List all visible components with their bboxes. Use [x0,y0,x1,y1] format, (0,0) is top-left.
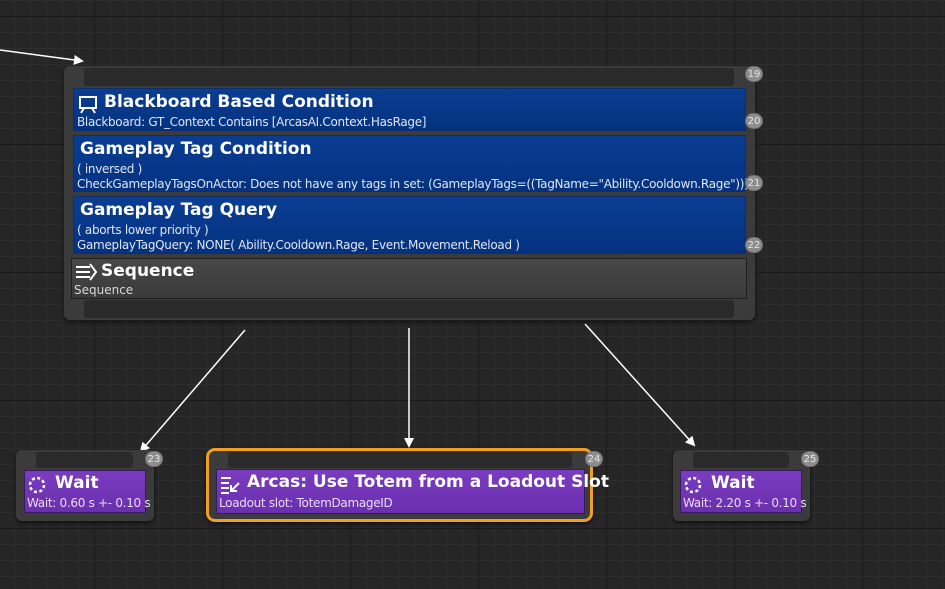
output-pin[interactable] [84,300,734,318]
wire-to-wait-2 [584,323,696,447]
wire-to-wait-1 [139,329,246,453]
sequence-icon [76,263,97,281]
sequence-title: Sequence [101,261,195,281]
decorator-description: CheckGameplayTagsOnActor: Does not have … [77,177,749,191]
wait-icon [28,476,46,494]
task-description: Loadout slot: TotemDamageID [219,496,393,510]
wire-incoming [0,49,84,65]
decorator-flag: ( aborts lower priority ) [77,223,209,237]
blackboard-icon [79,96,97,114]
decorator-gameplay-tag-query[interactable]: Gameplay Tag Query ( aborts lower priori… [73,196,746,254]
task-icon [221,477,240,494]
task-title: Arcas: Use Totem from a Loadout Slot [247,472,609,492]
sequence-block[interactable]: Sequence Sequence [71,258,747,299]
task-block[interactable]: Arcas: Use Totem from a Loadout Slot Loa… [216,469,609,514]
task-node-wait[interactable]: 25 Wait Wait: 2.20 s +- 0.10 s [673,450,819,521]
decorator-flag: ( inversed ) [77,162,143,176]
task-title: Wait [711,473,755,493]
node-index-badge: 25 [801,451,819,467]
node-index-badge: 19 [745,66,763,82]
decorator-blackboard-condition[interactable]: Blackboard Based Condition Blackboard: G… [73,88,746,131]
task-description: Wait: 0.60 s +- 0.10 s [27,496,151,510]
task-title: Wait [55,473,99,493]
decorator-index-badge: 20 [745,113,763,129]
wait-icon [684,476,702,494]
task-block[interactable]: Wait Wait: 0.60 s +- 0.10 s [24,470,151,513]
input-pin[interactable] [228,452,572,468]
composite-node[interactable]: 19 Blackboard Based Condition Blackboard… [64,66,763,320]
decorator-gameplay-tag-condition[interactable]: Gameplay Tag Condition ( inversed ) Chec… [73,135,749,192]
task-block[interactable]: Wait Wait: 2.20 s +- 0.10 s [680,470,807,513]
decorator-title: Blackboard Based Condition [104,92,374,112]
decorator-title: Gameplay Tag Condition [80,139,312,159]
node-index-badge: 24 [585,451,603,467]
decorator-index-badge: 21 [745,175,763,191]
node-index-badge: 23 [145,451,163,467]
task-node-use-totem[interactable]: 24 Arcas: Use Totem from a Loadout Slot … [206,448,609,522]
task-node-wait[interactable]: 23 Wait Wait: 0.60 s +- 0.10 s [16,450,163,521]
input-pin[interactable] [693,452,789,468]
input-pin[interactable] [84,68,734,86]
decorator-description: GameplayTagQuery: NONE( Ability.Cooldown… [77,238,520,252]
input-pin[interactable] [36,452,133,468]
decorator-title: Gameplay Tag Query [80,200,278,220]
sequence-subtitle: Sequence [74,283,134,297]
decorator-description: Blackboard: GT_Context Contains [ArcasAI… [77,115,427,129]
task-description: Wait: 2.20 s +- 0.10 s [683,496,807,510]
decorator-index-badge: 22 [745,237,763,253]
